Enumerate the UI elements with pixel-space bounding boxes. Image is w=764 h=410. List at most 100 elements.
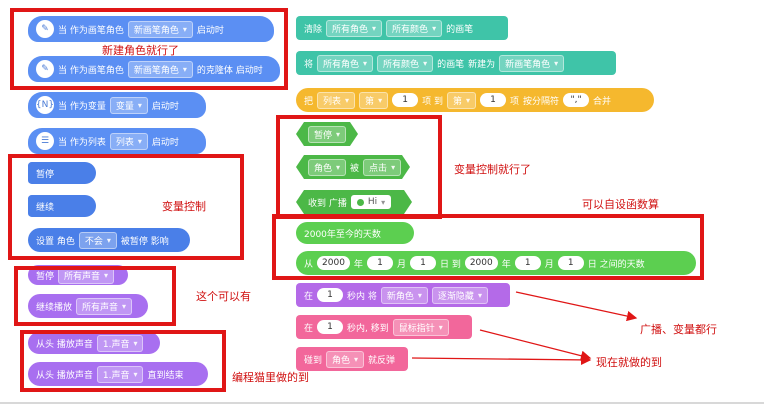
note-new-role: 新建角色就行了 bbox=[102, 44, 179, 57]
hat-label: 当 作为画笔角色 bbox=[58, 25, 124, 36]
block-label: 将 bbox=[304, 59, 314, 70]
play-sound-until-done-block[interactable]: 从头 播放声音 1.声音 直到结束 bbox=[28, 362, 208, 386]
block-suffix: 直到结束 bbox=[147, 370, 184, 381]
annotation-frame-1 bbox=[10, 8, 288, 90]
hat-suffix: 的克隆体 启动时 bbox=[196, 65, 263, 76]
block-text: 日 到 bbox=[439, 259, 461, 270]
bounce-on-touch-block[interactable]: 碰到 角色 就反弹 bbox=[296, 347, 408, 371]
block-text: 秒内, 移到 bbox=[347, 323, 389, 334]
list-dropdown[interactable]: 列表 bbox=[317, 91, 356, 109]
seconds-input[interactable]: 1 bbox=[317, 320, 344, 334]
block-suffix: 被暂停 影响 bbox=[120, 236, 169, 247]
role-dropdown[interactable]: 角色 bbox=[308, 159, 346, 176]
role-clicked-block[interactable]: 角色 被 点击 bbox=[296, 155, 410, 179]
glide-to-block[interactable]: 在 1 秒内, 移到 鼠标指针 bbox=[296, 315, 472, 339]
year1-input[interactable]: 2000 bbox=[317, 256, 350, 270]
sound-dropdown[interactable]: 1.声音 bbox=[96, 365, 144, 383]
arrow-from-glide bbox=[479, 329, 592, 361]
pause-dropdown[interactable]: 暂停 bbox=[308, 126, 346, 143]
target-dropdown[interactable]: 鼠标指针 bbox=[392, 318, 449, 336]
pen-role-dropdown[interactable]: 新画笔角色 bbox=[127, 60, 193, 78]
note-variable-control-enough: 变量控制就行了 bbox=[454, 163, 531, 176]
fade-out-block[interactable]: 在 1 秒内 将 新角色 逐渐隐藏 bbox=[296, 283, 510, 307]
month2-input[interactable]: 1 bbox=[514, 256, 541, 270]
variable-start-hat[interactable]: {N} 当 作为变量 变量 启动时 bbox=[28, 92, 206, 118]
block-suffix: 的画笔 bbox=[446, 24, 474, 35]
month1-input[interactable]: 1 bbox=[366, 256, 393, 270]
block-mid2: 新建为 bbox=[468, 59, 496, 70]
separator-input[interactable]: "," bbox=[563, 93, 590, 107]
resume-label: 继续 bbox=[36, 202, 55, 213]
note-broadcast-variable: 广播、变量都行 bbox=[640, 323, 717, 336]
color-dropdown[interactable]: 所有颜色 bbox=[386, 19, 443, 37]
role-dropdown[interactable]: 所有角色 bbox=[317, 54, 374, 72]
index-from-dropdown[interactable]: 第 bbox=[359, 91, 389, 109]
block-mid: 的画笔 bbox=[437, 59, 465, 70]
block-label: 设置 角色 bbox=[36, 236, 75, 247]
list-dropdown[interactable]: 列表 bbox=[109, 132, 148, 150]
arrow-to-broadcast-note bbox=[515, 291, 638, 322]
block-label: 把 bbox=[304, 96, 314, 107]
index-to-input[interactable]: 1 bbox=[479, 93, 506, 107]
block-text: 在 bbox=[304, 323, 314, 334]
list-start-hat[interactable]: ☰ 当 作为列表 列表 启动时 bbox=[28, 128, 206, 154]
seconds-input[interactable]: 1 bbox=[317, 288, 344, 302]
pause-label: 暂停 bbox=[36, 169, 55, 180]
block-text: 碰到 bbox=[304, 355, 323, 366]
block-suffix: 合并 bbox=[593, 96, 612, 107]
note-custom-function: 可以自设函数算 bbox=[582, 198, 659, 211]
color-dropdown[interactable]: 所有颜色 bbox=[377, 54, 434, 72]
variable-icon: {N} bbox=[36, 96, 54, 114]
event-dropdown[interactable]: 点击 bbox=[363, 159, 401, 176]
days-between-block[interactable]: 从 2000 年 1 月 1 日 到 2000 年 1 月 1 日 之间的天数 bbox=[296, 251, 696, 275]
hat-label: 当 作为列表 bbox=[58, 137, 106, 148]
block-label: 从头 播放声音 bbox=[36, 339, 93, 350]
resume-block[interactable]: 继续 bbox=[28, 195, 96, 217]
clear-pen-block[interactable]: 清除 所有角色 所有颜色 的画笔 bbox=[296, 16, 508, 40]
effect-dropdown[interactable]: 逐渐隐藏 bbox=[431, 286, 488, 304]
block-label: 清除 bbox=[304, 24, 323, 35]
block-label: 继续播放 bbox=[36, 302, 73, 313]
pen-role-dropdown[interactable]: 新画笔角色 bbox=[499, 54, 565, 72]
days-since-2000-block[interactable]: 2000年至今的天数 bbox=[296, 222, 414, 244]
note-doable-now: 现在就做的到 bbox=[596, 356, 662, 369]
block-text: 年 bbox=[501, 259, 511, 270]
pen-role-dropdown[interactable]: 新画笔角色 bbox=[127, 20, 193, 38]
list-icon: ☰ bbox=[36, 132, 54, 150]
note-variable-control: 变量控制 bbox=[162, 200, 206, 213]
hat-suffix: 启动时 bbox=[151, 101, 179, 112]
year2-input[interactable]: 2000 bbox=[464, 256, 498, 270]
pen-clone-start-hat[interactable]: ✎ 当 作为画笔角色 新画笔角色 的克隆体 启动时 bbox=[28, 56, 280, 82]
role-dropdown[interactable]: 新角色 bbox=[380, 286, 428, 304]
pause-sound-block[interactable]: 暂停 所有声音 bbox=[28, 265, 128, 285]
resume-sound-block[interactable]: 继续播放 所有声音 bbox=[28, 294, 148, 318]
role-dropdown[interactable]: 所有角色 bbox=[326, 19, 383, 37]
role-dropdown[interactable]: 角色 bbox=[326, 350, 365, 368]
block-text: 项 到 bbox=[422, 96, 443, 107]
convert-pen-block[interactable]: 将 所有角色 所有颜色 的画笔 新建为 新画笔角色 bbox=[296, 51, 616, 75]
broadcast-dropdown[interactable]: Hi bbox=[351, 195, 391, 209]
block-text: 就反弹 bbox=[368, 355, 396, 366]
variable-dropdown[interactable]: 变量 bbox=[109, 96, 148, 114]
pause-condition-block[interactable]: 暂停 bbox=[296, 122, 358, 146]
affect-dropdown[interactable]: 不会 bbox=[78, 231, 117, 249]
day2-input[interactable]: 1 bbox=[557, 256, 584, 270]
sound-dropdown[interactable]: 1.声音 bbox=[96, 334, 144, 352]
day1-input[interactable]: 1 bbox=[409, 256, 436, 270]
list-join-block[interactable]: 把 列表 第 1 项 到 第 1 项 按分隔符 "," 合并 bbox=[296, 88, 654, 112]
index-to-dropdown[interactable]: 第 bbox=[446, 91, 476, 109]
pause-block[interactable]: 暂停 bbox=[28, 162, 96, 184]
play-sound-block[interactable]: 从头 播放声音 1.声音 bbox=[28, 332, 160, 354]
sound-dropdown[interactable]: 所有声音 bbox=[76, 297, 133, 315]
receive-broadcast-block[interactable]: 收到 广播 Hi bbox=[296, 190, 412, 214]
set-role-pause-block[interactable]: 设置 角色 不会 被暂停 影响 bbox=[28, 228, 190, 252]
annotation-frame-4 bbox=[20, 330, 226, 392]
block-text: 日 之间的天数 bbox=[587, 259, 645, 270]
block-text: 月 bbox=[544, 259, 554, 270]
broadcast-value: Hi bbox=[367, 197, 378, 207]
index-from-input[interactable]: 1 bbox=[392, 93, 419, 107]
block-label: 2000年至今的天数 bbox=[304, 229, 381, 240]
pen-role-start-hat[interactable]: ✎ 当 作为画笔角色 新画笔角色 启动时 bbox=[28, 16, 274, 42]
arrow-from-bounce bbox=[411, 354, 592, 366]
